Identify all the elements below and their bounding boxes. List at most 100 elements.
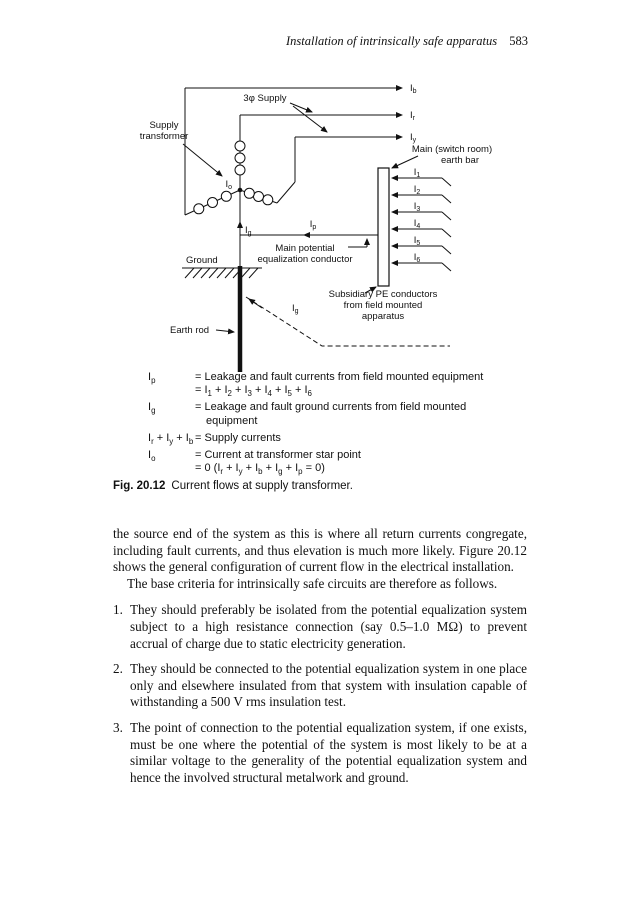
current-ig-label: Ig (245, 225, 252, 237)
supply-pointer-arrow-2 (292, 105, 328, 133)
pe-input-tail-1 (441, 177, 452, 187)
supply-transformer-label-line2: transformer (140, 131, 189, 142)
figure-legend: Ip = Leakage and fault currents from fie… (148, 371, 518, 476)
list-item-number: 1. (113, 602, 123, 618)
legend-term: Ip (148, 371, 156, 386)
current-ir-label: Ir (410, 110, 416, 122)
ground-return-dashed-line (245, 296, 450, 347)
coil-turn (207, 197, 218, 208)
list-item-text: They should be connected to the potentia… (130, 661, 527, 710)
legend-row: = I1 + I2 + I3 + I4 + I5 + I6 (148, 384, 518, 399)
ground-return-path: Ig (245, 296, 450, 347)
coil-turn (262, 194, 274, 206)
ground-hatch (184, 267, 195, 279)
ground-hatch (192, 267, 203, 279)
legend-row: = 0 (Ir + Iy + Ib + Ig + Ip = 0) (148, 462, 518, 476)
earth-rod: Earth rod (170, 266, 243, 372)
legend-definition: = I1 + I2 + I3 + I4 + I5 + I6 (195, 384, 312, 399)
legend-definition: equipment (206, 414, 258, 427)
earth-connection: Ig (237, 190, 252, 266)
coil-turn (243, 187, 255, 199)
legend-term: Ir + Iy + Ib (148, 431, 194, 446)
earth-rod-label: Earth rod (170, 325, 209, 336)
coil-turn (234, 164, 246, 176)
subsidiary-pe-label: Subsidiary PE conductors from field moun… (329, 286, 438, 322)
paragraph: the source end of the system as this is … (113, 526, 527, 575)
legend-definition: = Leakage and fault ground currents from… (195, 401, 467, 414)
numbered-list: 1. They should preferably be isolated fr… (113, 602, 527, 786)
current-i3-label: I3 (414, 201, 421, 213)
current-i5-label: I5 (414, 235, 421, 247)
pe-input-tail-4 (441, 228, 452, 238)
legend-term (148, 462, 195, 475)
current-i2-label: I2 (414, 184, 421, 196)
supply-transformer: Io Supply transformer (140, 88, 296, 216)
list-item: 3. The point of connection to the potent… (113, 720, 527, 786)
figure-20-12-diagram: Ib Ir Iy 3φ Supply Io Supply (140, 83, 492, 372)
pe-input-tail-3 (441, 211, 452, 221)
coil-turn (220, 190, 232, 202)
coil-turn (234, 152, 246, 164)
figure-caption-tag: Fig. 20.12 (113, 480, 166, 492)
paragraph: The base criteria for intrinsically safe… (127, 575, 498, 591)
pe-input-tail-5 (441, 245, 452, 255)
earth-rod-pointer-arrow (215, 328, 235, 335)
legend-row: Ig = Leakage and fault ground currents f… (148, 401, 518, 416)
ground-hatch (200, 267, 211, 279)
current-ig-return-label: Ig (292, 303, 299, 315)
legend-definition: = Leakage and fault currents from field … (195, 371, 484, 383)
earth-bar-label-line1: Main (switch room) (412, 144, 492, 155)
supply-lines: Ib Ir Iy 3φ Supply (185, 83, 417, 144)
ground-hatch (208, 267, 219, 279)
transformer-pointer-arrow (182, 143, 223, 177)
coil-turn (193, 203, 205, 215)
page-header: Installation of intrinsically safe appar… (286, 34, 528, 49)
legend-definition: = Current at transformer star point (195, 449, 361, 462)
running-title: Installation of intrinsically safe appar… (286, 34, 498, 48)
body-text: the source end of the system as this is … (113, 526, 527, 786)
legend-term: Io (148, 449, 156, 464)
list-item: 1. They should preferably be isolated fr… (113, 602, 527, 652)
current-i6-label: I6 (414, 252, 421, 264)
list-item-text: The point of connection to the potential… (130, 719, 527, 785)
ground-symbol: Ground (182, 255, 262, 279)
legend-row: Io = Current at transformer star point (148, 449, 518, 464)
current-ip-label: Ip (310, 219, 317, 231)
subsidiary-label-line2: from field mounted (344, 300, 423, 311)
ground-hatch (216, 267, 227, 279)
legend-definition: = Supply currents (195, 431, 281, 444)
ig-return-arrow (248, 298, 263, 309)
list-item-number: 3. (113, 719, 123, 735)
list-item-number: 2. (113, 661, 123, 677)
coil-turn (234, 140, 246, 152)
legend-row: Ip = Leakage and fault currents from fie… (148, 371, 518, 386)
legend-term: Ig (148, 401, 156, 416)
earth-bar-label-line2: earth bar (441, 155, 479, 166)
ground-hatch (240, 267, 251, 279)
earth-bar-pointer-arrow (391, 155, 419, 169)
figure-caption: Fig. 20.12 Current flows at supply transf… (113, 480, 353, 492)
current-iy-label: Iy (410, 132, 417, 144)
current-i4-label: I4 (414, 218, 421, 230)
winding-y-bend (276, 181, 296, 204)
supply-pointer-arrow-1 (289, 102, 313, 113)
legend-row: Ir + Iy + Ib = Supply currents (148, 431, 518, 446)
figure-caption-text: Current flows at supply transformer. (171, 480, 353, 492)
legend-term (148, 415, 195, 428)
main-earth-bar: Main (switch room) earth bar I1 I2 I3 I4… (377, 144, 492, 287)
subsidiary-label-line1: Subsidiary PE conductors (329, 289, 438, 300)
list-item: 2. They should be connected to the poten… (113, 661, 527, 711)
current-i1-label: I1 (414, 167, 421, 179)
ground-hatch (248, 267, 259, 279)
pe-input-tail-6 (441, 262, 452, 272)
star-point-label: Io (225, 179, 232, 191)
legend-row: equipment (148, 415, 518, 428)
three-phase-supply-label: 3φ Supply (243, 93, 286, 104)
earth-bar (377, 167, 390, 287)
main-pe-conductor: Ip Main potential equalization conductor (240, 219, 378, 265)
star-point-node (237, 187, 243, 193)
ground-label: Ground (186, 255, 218, 266)
supply-transformer-label-line1: Supply (149, 120, 178, 131)
coil-turn (253, 191, 264, 202)
